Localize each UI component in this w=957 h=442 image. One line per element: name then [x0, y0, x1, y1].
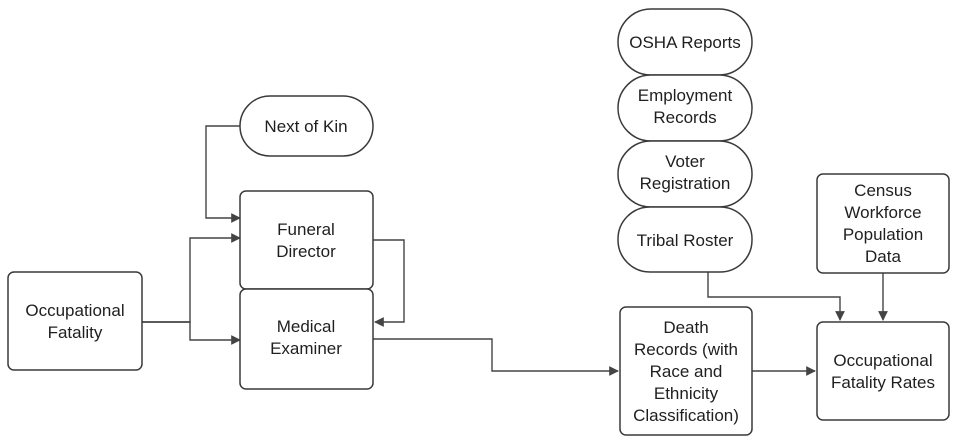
fatality-rates-label-line: Fatality Rates: [831, 373, 935, 392]
fatality-rates-label-line: Occupational: [833, 351, 932, 370]
death-records-label-line: Ethnicity: [654, 384, 719, 403]
death-records-label-line: Classification): [633, 406, 739, 425]
census-data-label-line: Workforce: [844, 203, 921, 222]
edge-medical-examiner-to-death-records: [373, 338, 619, 376]
voter-registration-label-line: Registration: [640, 174, 731, 193]
voter-registration-label-line: Voter: [665, 152, 705, 171]
osha-reports-label-line: OSHA Reports: [629, 33, 741, 52]
census-data-label-line: Population: [843, 225, 923, 244]
funeral-director-label-line: Funeral: [277, 220, 335, 239]
occupational-fatality-label-line: Occupational: [25, 301, 124, 320]
edges: [142, 125, 888, 376]
occupational-fatality-label-line: Fatality: [48, 323, 103, 342]
medical-examiner-label-line: Examiner: [270, 339, 342, 358]
tribal-roster-label-line: Tribal Roster: [637, 231, 734, 250]
node-osha-reports: OSHA Reports: [617, 8, 753, 76]
edge-fatality-to-funeral-director: [142, 233, 241, 323]
edge-next-of-kin-to-funeral-director: [205, 125, 241, 223]
employment-records-label-line: Records: [653, 108, 716, 127]
next-of-kin-label-line: Next of Kin: [264, 117, 347, 136]
census-data-label-line: Data: [865, 247, 901, 266]
funeral-director-label-line: Director: [276, 242, 336, 261]
death-records-label-line: Death: [663, 318, 708, 337]
edge-fatality-to-medical-examiner: [142, 321, 241, 345]
employment-records-label-line: Employment: [638, 86, 733, 105]
medical-examiner-label-line: Medical: [277, 317, 336, 336]
edge-tribal-roster-to-fatality-rates: [707, 272, 845, 321]
census-data-label-line: Census: [854, 181, 912, 200]
node-tribal-roster: Tribal Roster: [617, 206, 753, 273]
node-next-of-kin-label: Next of Kin: [264, 117, 347, 136]
death-records-label-line: Records (with: [634, 340, 738, 359]
node-tribal-roster-label: Tribal Roster: [637, 231, 734, 250]
death-records-label-line: Race and: [650, 362, 723, 381]
edge-funeral-director-to-medical-examiner: [373, 239, 405, 327]
node-next-of-kin: Next of Kin: [239, 95, 374, 157]
node-osha-reports-label: OSHA Reports: [629, 33, 741, 52]
